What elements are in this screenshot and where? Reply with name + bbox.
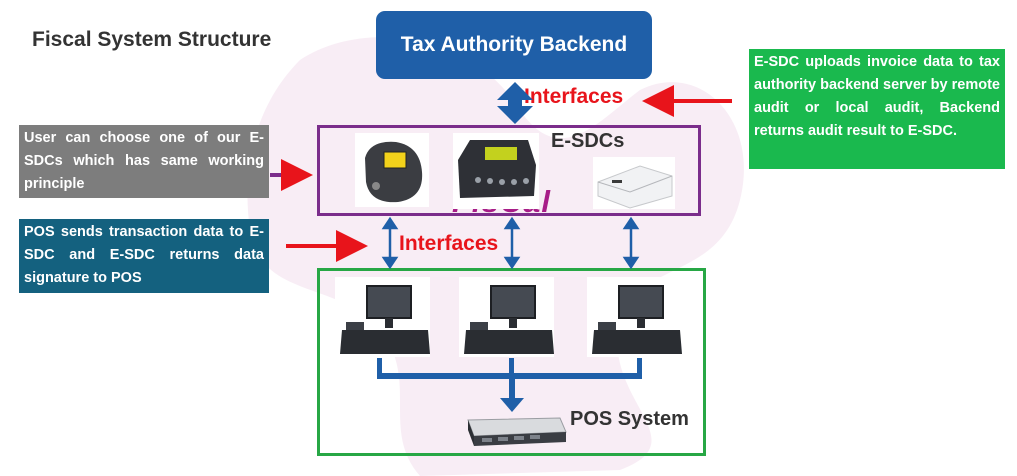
pos-terminal-icon [587, 277, 682, 357]
tax-authority-backend-box: Tax Authority Backend [376, 11, 652, 79]
pos-transaction-note: POS sends transaction data to E-SDC and … [19, 219, 269, 293]
esdc-device-handheld-icon [355, 133, 429, 207]
interfaces-top-label: Interfaces [524, 85, 624, 108]
interfaces-bottom-label: Interfaces [399, 232, 499, 255]
page-title: Fiscal System Structure [32, 28, 272, 51]
pos-bus-connector [377, 358, 642, 412]
pos-terminal-icon [335, 277, 430, 357]
pos-system-frame [317, 268, 706, 456]
pos-terminal-icon [459, 277, 554, 357]
choose-esdc-note: User can choose one of our E-SDCs which … [19, 125, 269, 198]
tax-authority-label: Tax Authority Backend [400, 33, 628, 56]
esdcs-label: E-SDCs [551, 130, 625, 152]
pos-system-label: POS System [570, 408, 689, 430]
esdc-device-printer-icon [453, 133, 539, 209]
backend-note: E-SDC uploads invoice data to tax author… [749, 49, 1005, 169]
esdc-pos-arrows [381, 216, 640, 270]
esdc-frame [317, 125, 701, 216]
esdc-device-box-icon [593, 157, 675, 209]
backend-esdc-double-arrow [497, 82, 533, 124]
server-icon [467, 417, 567, 446]
